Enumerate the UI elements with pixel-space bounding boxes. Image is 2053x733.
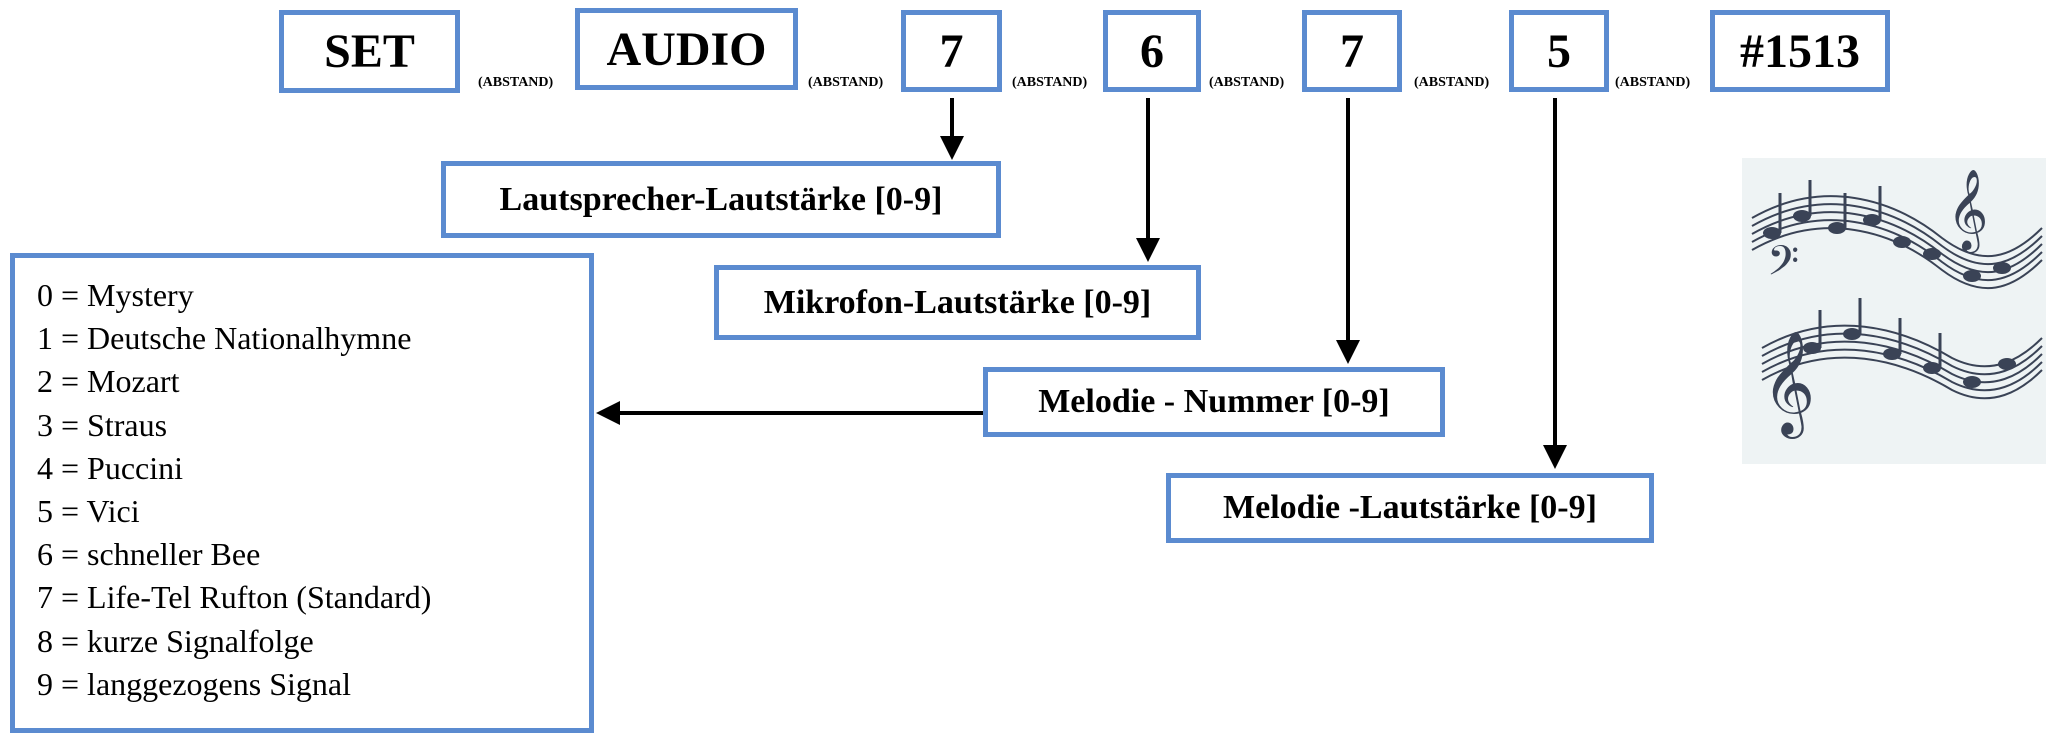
melody-number-label: Melodie - Nummer [0-9] xyxy=(1038,383,1390,420)
speaker-value-box: 7 xyxy=(901,10,1002,92)
melody-number-label-box: Melodie - Nummer [0-9] xyxy=(983,367,1445,437)
speaker-value: 7 xyxy=(939,24,964,78)
set-keyword-box: SET xyxy=(279,10,460,93)
mic-value-box: 6 xyxy=(1103,10,1201,92)
separator-1: (ABSTAND) xyxy=(478,75,554,90)
svg-text:𝄞: 𝄞 xyxy=(1762,330,1815,439)
speaker-volume-label: Lautsprecher-Lautstärke [0-9] xyxy=(499,180,943,218)
code-value: #1513 xyxy=(1740,24,1860,78)
melody-volume-label-box: Melodie -Lautstärke [0-9] xyxy=(1166,473,1654,543)
melody-number-value-box: 7 xyxy=(1302,10,1402,92)
melody-number-value: 7 xyxy=(1340,24,1364,78)
melody-option-3: 3 = Straus xyxy=(37,406,168,443)
speaker-volume-label-box: Lautsprecher-Lautstärke [0-9] xyxy=(441,161,1001,238)
melody-volume-value: 5 xyxy=(1547,24,1571,78)
separator-2: (ABSTAND) xyxy=(808,75,884,90)
melody-volume-value-box: 5 xyxy=(1509,10,1609,92)
set-keyword: SET xyxy=(324,25,415,78)
connector-arrows xyxy=(596,98,1567,469)
melody-option-1: 1 = Deutsche Nationalhymne xyxy=(37,320,412,357)
melody-option-6: 6 = schneller Bee xyxy=(37,536,261,573)
code-box: #1513 xyxy=(1710,10,1890,92)
separator-3: (ABSTAND) xyxy=(1012,75,1088,90)
separator-6: (ABSTAND) xyxy=(1615,75,1691,90)
separator-5: (ABSTAND) xyxy=(1414,75,1490,90)
melody-option-2: 2 = Mozart xyxy=(37,363,180,400)
mic-value: 6 xyxy=(1140,24,1164,78)
music-notes-image: 𝄞 𝄞 𝄢 xyxy=(1742,158,2046,464)
melody-option-0: 0 = Mystery xyxy=(37,277,194,313)
svg-text:𝄞: 𝄞 xyxy=(1947,168,1988,253)
melody-option-8: 8 = kurze Signalfolge xyxy=(37,622,314,659)
melody-option-7: 7 = Life-Tel Rufton (Standard) xyxy=(37,579,432,616)
melody-option-5: 5 = Vici xyxy=(37,493,140,530)
melody-volume-label: Melodie -Lautstärke [0-9] xyxy=(1223,489,1597,526)
svg-text:𝄢: 𝄢 xyxy=(1767,237,1799,295)
separator-4: (ABSTAND) xyxy=(1209,75,1285,90)
melody-list-box: 0 = Mystery 1 = Deutsche Nationalhymne 2… xyxy=(10,253,594,733)
melody-option-4: 4 = Puccini xyxy=(37,449,184,486)
melody-option-9: 9 = langgezogens Signal xyxy=(37,665,351,702)
mic-volume-label-box: Mikrofon-Lautstärke [0-9] xyxy=(714,265,1201,340)
audio-target: AUDIO xyxy=(606,22,767,76)
mic-volume-label: Mikrofon-Lautstärke [0-9] xyxy=(763,283,1152,321)
audio-target-box: AUDIO xyxy=(575,8,798,90)
